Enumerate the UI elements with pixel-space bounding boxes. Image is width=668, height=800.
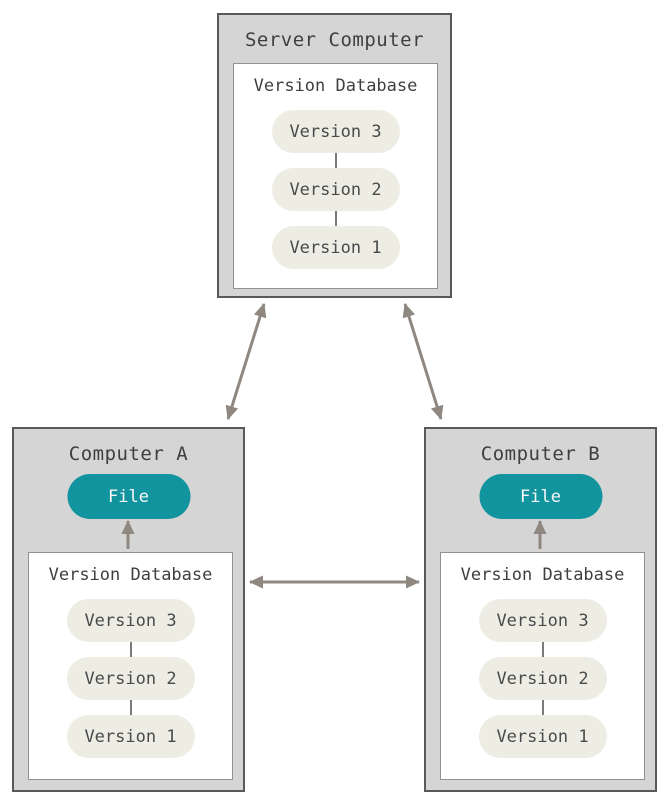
server-version-3-2-connector — [334, 153, 337, 168]
server-version-2-node: Version 2 — [271, 168, 400, 211]
computer-b-version-database-label: Version Database — [460, 565, 625, 585]
computer-a-title: Computer A — [68, 443, 189, 465]
server-version-1-node: Version 1 — [271, 226, 400, 269]
server-to-computer-b-sync-arrow — [402, 303, 444, 420]
server-computer-box: Server Computer Version Database Version… — [217, 13, 452, 298]
computer-b-box: Computer B File Version Database Version… — [424, 427, 657, 792]
computer-b-version-database-box: Version Database Version 3 Version 2 Ver… — [440, 552, 645, 780]
computer-a-version-2-1-connector — [129, 700, 132, 715]
computer-a-version-3-node: Version 3 — [66, 599, 195, 642]
computer-a-file-node: File — [67, 474, 190, 519]
computer-b-version-2-1-connector — [541, 700, 544, 715]
server-computer-title: Server Computer — [244, 29, 425, 51]
computer-a-version-database-box: Version Database Version 3 Version 2 Ver… — [28, 552, 233, 780]
computer-b-version-3-node: Version 3 — [478, 599, 607, 642]
server-version-2-1-connector — [334, 211, 337, 226]
server-version-database-label: Version Database — [253, 76, 418, 96]
server-to-computer-a-sync-arrow — [225, 303, 267, 420]
computer-b-version-3-2-connector — [541, 642, 544, 657]
server-version-database-box: Version Database Version 3 Version 2 Ver… — [233, 63, 438, 289]
computer-b-version-2-node: Version 2 — [478, 657, 607, 700]
computer-a-version-1-node: Version 1 — [66, 715, 195, 758]
computer-a-box: Computer A File Version Database Version… — [12, 427, 245, 792]
computer-b-title: Computer B — [480, 443, 601, 465]
computer-b-version-1-node: Version 1 — [478, 715, 607, 758]
server-version-3-node: Version 3 — [271, 110, 400, 153]
computer-b-file-node: File — [479, 474, 602, 519]
computer-a-version-3-2-connector — [129, 642, 132, 657]
computer-a-version-database-label: Version Database — [48, 565, 213, 585]
computer-a-version-2-node: Version 2 — [66, 657, 195, 700]
